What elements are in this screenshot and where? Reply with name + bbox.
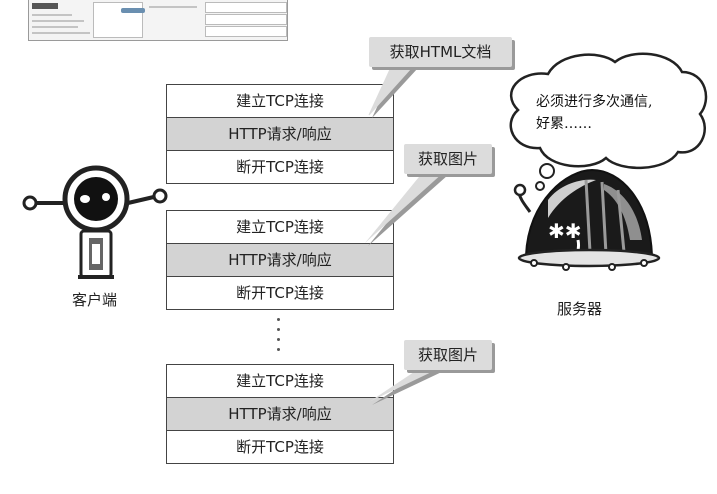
callout-pointer	[368, 64, 416, 116]
step-http-request-response: HTTP请求/响应	[167, 117, 393, 151]
client-label: 客户端	[72, 291, 118, 309]
callout-get-image: 获取图片	[404, 144, 492, 174]
server-thought-line-2: 好累……	[536, 116, 592, 132]
callout-get-image: 获取图片	[404, 340, 492, 370]
callout-pointer	[365, 172, 444, 243]
callout-pointer	[369, 366, 444, 402]
svg-text:✱✱: ✱✱	[548, 219, 582, 243]
thumbnail-line	[32, 32, 90, 34]
step-tcp-disconnect: 断开TCP连接	[236, 284, 324, 302]
thumbnail-line	[149, 6, 197, 8]
request-stack-image-1: 建立TCP连接 HTTP请求/响应 断开TCP连接	[166, 210, 394, 310]
screenshot-thumbnail	[28, 0, 288, 41]
callout-pointer-shadow	[372, 369, 448, 405]
robot-client-icon	[22, 165, 168, 279]
callout-pointer-shadow	[372, 68, 418, 118]
step-tcp-disconnect: 断开TCP连接	[236, 158, 324, 176]
thumbnail-panel	[205, 14, 287, 25]
server-thought-line-1: 必须进行多次通信,	[536, 94, 653, 110]
request-stack-image-2: 建立TCP连接 HTTP请求/响应 断开TCP连接	[166, 364, 394, 464]
server-label: 服务器	[557, 300, 603, 318]
callout-pointer-shadow	[368, 175, 448, 246]
thumbnail-line	[32, 14, 72, 16]
step-tcp-connect: 建立TCP连接	[236, 92, 324, 110]
thumbnail-panel	[205, 2, 287, 13]
step-tcp-disconnect: 断开TCP连接	[236, 438, 324, 456]
continuation-dots	[277, 318, 281, 358]
step-tcp-connect: 建立TCP连接	[236, 372, 324, 390]
step-http-request-response: HTTP请求/响应	[167, 243, 393, 277]
thought-bubble	[509, 52, 708, 191]
step-http-request-response: HTTP请求/响应	[167, 397, 393, 431]
thumbnail-line	[32, 20, 84, 22]
thumbnail-panel	[205, 26, 287, 37]
thumbnail-line	[32, 26, 78, 28]
thumbnail-header-block	[32, 3, 58, 9]
request-stack-html: 建立TCP连接 HTTP请求/响应 断开TCP连接	[166, 84, 394, 184]
step-tcp-connect: 建立TCP连接	[236, 218, 324, 236]
dome-server-icon: ✱✱	[513, 168, 661, 271]
thumbnail-button	[121, 8, 145, 13]
callout-get-html: 获取HTML文档	[369, 37, 512, 67]
